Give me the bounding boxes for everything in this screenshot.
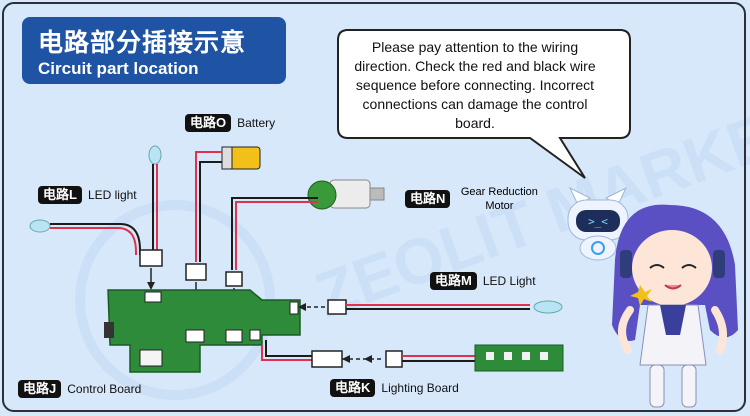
lighting-board-k bbox=[261, 340, 564, 372]
motor-shaft bbox=[369, 187, 385, 201]
board-chip bbox=[139, 349, 163, 367]
k-led-3 bbox=[522, 352, 530, 360]
wiring-notice: Please pay attention to the wiring direc… bbox=[354, 39, 596, 131]
k-arrow-1 bbox=[342, 355, 350, 363]
mascot-headphone-right bbox=[713, 250, 725, 278]
label-led-m: 电路M LED Light bbox=[430, 272, 536, 290]
mascot-leg-left bbox=[649, 364, 665, 408]
mascot-star bbox=[630, 285, 652, 306]
k-connector-b bbox=[385, 350, 403, 368]
label-led-l-text: LED light bbox=[87, 188, 137, 202]
robot-body bbox=[579, 235, 617, 261]
k-led-4 bbox=[540, 352, 548, 360]
robot-screen bbox=[576, 210, 620, 232]
mascot-arm-left bbox=[618, 306, 634, 354]
battery-connector bbox=[185, 263, 207, 281]
mascot-face bbox=[632, 230, 712, 306]
board-port-2 bbox=[185, 329, 205, 343]
label-lighting-board-text: Lighting Board bbox=[381, 381, 459, 395]
battery-cap bbox=[221, 146, 233, 170]
mascot-headphone-left bbox=[620, 250, 632, 278]
mascot-mouth bbox=[664, 284, 682, 290]
motor-wire-red bbox=[235, 201, 318, 270]
robot-mascot: >_< bbox=[567, 186, 629, 261]
label-control-board-tag: 电路J bbox=[18, 380, 62, 398]
label-battery-text: Battery bbox=[237, 116, 276, 130]
label-gear-motor-text: Gear Reduction Motor bbox=[460, 186, 538, 212]
k-wire-red bbox=[261, 345, 312, 361]
label-led-l-tag: 电路L bbox=[38, 186, 82, 204]
label-lighting-board-tag: 电路K bbox=[330, 379, 376, 397]
led-light-top bbox=[148, 145, 162, 250]
battery-wire-red bbox=[195, 151, 222, 262]
gear-motor-n bbox=[225, 179, 385, 324]
label-gear-motor: 电路N Gear Reduction Motor bbox=[405, 185, 542, 213]
title-english: Circuit part location bbox=[38, 59, 199, 78]
led-light-m bbox=[298, 299, 563, 315]
board-port-m bbox=[289, 301, 299, 315]
mascot-bangs bbox=[632, 215, 712, 242]
label-lighting-board: 电路K Lighting Board bbox=[330, 379, 459, 397]
led-top-bulb bbox=[148, 145, 162, 165]
label-control-board-text: Control Board bbox=[67, 382, 142, 396]
robot-logo bbox=[591, 241, 605, 255]
label-battery: 电路O Battery bbox=[185, 114, 275, 132]
mascot-chest bbox=[660, 305, 686, 335]
led-plug-arrow bbox=[147, 282, 155, 290]
label-control-board: 电路J Control Board bbox=[18, 380, 141, 398]
battery-o bbox=[185, 146, 261, 320]
k-wire-black bbox=[265, 340, 312, 357]
title-chinese: 电路部分插接示意 bbox=[38, 29, 247, 57]
k-arrow-2 bbox=[364, 355, 372, 363]
mascot-leg-right bbox=[681, 364, 697, 408]
mascot-eye-right bbox=[681, 264, 697, 269]
led-l-bulb bbox=[29, 219, 51, 233]
label-led-m-text: LED Light bbox=[482, 274, 536, 288]
label-gear-motor-tag: 电路N bbox=[405, 190, 451, 208]
led-m-connector bbox=[327, 299, 347, 315]
battery-wire-black bbox=[199, 161, 222, 262]
board-switch bbox=[104, 322, 114, 338]
title-panel: 电路部分插接示意 Circuit part location bbox=[22, 17, 286, 84]
k-led-1 bbox=[486, 352, 494, 360]
mascot-eye-left bbox=[649, 264, 665, 269]
led-m-bulb bbox=[533, 300, 563, 314]
led-l-wire-red bbox=[50, 227, 137, 255]
label-led-m-tag: 电路M bbox=[430, 272, 477, 290]
speech-bubble bbox=[337, 29, 631, 179]
board-port-k bbox=[249, 329, 261, 341]
robot-face-text: >_< bbox=[588, 215, 608, 228]
board-port-3 bbox=[225, 329, 243, 343]
page-frame bbox=[2, 2, 746, 412]
led-m-arrow bbox=[298, 303, 306, 311]
mascot-arm-right bbox=[711, 306, 728, 354]
led-connector bbox=[139, 249, 163, 267]
label-battery-tag: 电路O bbox=[185, 114, 232, 132]
board-port-1 bbox=[144, 291, 162, 303]
motor-connector bbox=[225, 271, 243, 287]
label-led-l: 电路L LED light bbox=[38, 186, 137, 204]
k-led-2 bbox=[504, 352, 512, 360]
motor-wire-black bbox=[231, 197, 318, 270]
anime-mascot bbox=[612, 204, 738, 408]
